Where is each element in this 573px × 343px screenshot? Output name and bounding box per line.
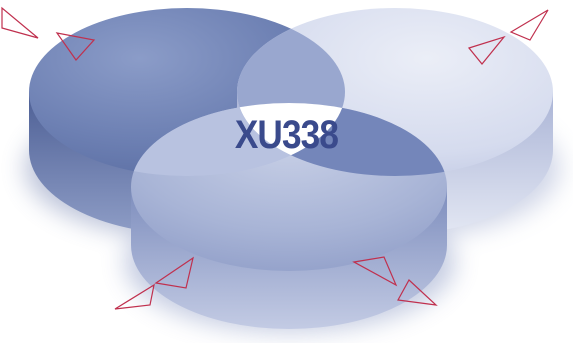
triangle-icon [154, 256, 194, 289]
triangle-icon [467, 35, 506, 65]
course-code-label: XU338 [234, 113, 339, 157]
triangle-icon [114, 283, 155, 310]
bottom-disc [131, 103, 447, 329]
triangle-icon [55, 32, 96, 61]
triangle-icon [397, 279, 438, 306]
triangle-icon [352, 256, 398, 287]
triangle-icon [1, 6, 39, 39]
triangle-marks [1, 6, 549, 310]
triangle-icon [509, 9, 549, 41]
